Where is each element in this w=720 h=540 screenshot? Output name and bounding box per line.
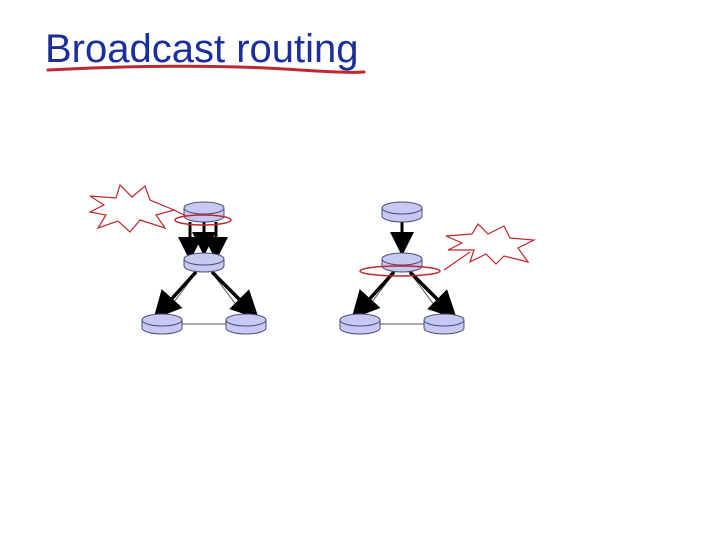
explosion-starburst-icon bbox=[88, 183, 176, 233]
router-disk-icon bbox=[225, 313, 267, 335]
starburst-pointer bbox=[443, 251, 471, 271]
router-disk-icon bbox=[141, 313, 183, 335]
explosion-starburst-icon bbox=[445, 223, 537, 265]
starburst-pointer bbox=[173, 209, 187, 217]
highlight-ring bbox=[359, 265, 441, 277]
packet-arrow bbox=[351, 270, 396, 320]
packet-arrow bbox=[153, 270, 198, 320]
packet-arrow bbox=[210, 270, 259, 319]
slide-title: Broadcast routing bbox=[45, 27, 359, 71]
highlight-ring bbox=[174, 214, 232, 226]
right-network bbox=[339, 201, 537, 335]
left-network bbox=[88, 183, 267, 335]
router-disk-icon bbox=[381, 252, 423, 273]
router-disk-icon bbox=[183, 252, 225, 273]
router-disk-icon bbox=[423, 313, 465, 335]
router-disk-icon bbox=[381, 201, 423, 223]
packet-arrow bbox=[408, 270, 457, 319]
router-disk-icon bbox=[339, 313, 381, 335]
router-disk-icon bbox=[183, 201, 225, 223]
title-underline bbox=[46, 64, 366, 74]
